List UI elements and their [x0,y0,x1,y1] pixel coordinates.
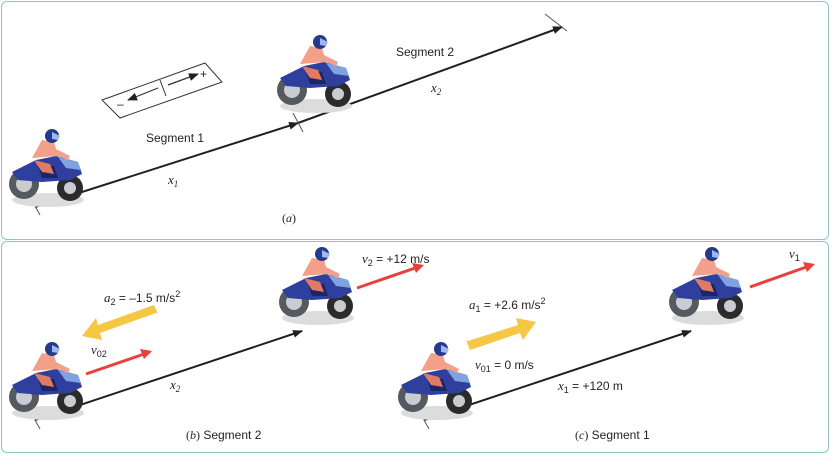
motorcycle-end-c [669,247,744,325]
v02-arrow [85,350,151,376]
sign-plus: + [200,67,207,81]
v2-label: v2 = +12 m/s [362,251,430,268]
motorcycle-start-b [9,342,84,420]
panel-a-frame [1,1,829,240]
segment1-label: Segment 1 [146,131,204,145]
end-tick [544,13,568,32]
caption-a: (a) [282,211,296,225]
v01-label: v01 = 0 m/s [475,357,534,374]
caption-b: (b) Segment 2 [186,428,262,442]
a1-label: a1 = +2.6 m/s2 [469,296,546,314]
x2-label-a: x2 [430,80,442,97]
caption-c: (c) Segment 1 [575,428,650,442]
v1-label: v1 [789,246,800,263]
a2-label: a2 = –1.5 m/s2 [104,289,180,307]
x1-label-c: x1 = +120 m [557,378,623,395]
x1-label-a: x1 [167,172,178,189]
motorcycle-start-c [398,342,473,420]
motorcycle-end-b [279,247,354,325]
v1-arrow [749,263,813,289]
x2-label-b: x2 [169,377,181,394]
v2-arrow [356,264,422,290]
a2-arrow [82,305,158,340]
sign-minus: – [117,97,124,111]
motorcycle-mid-a [277,35,352,113]
a1-arrow [466,318,536,350]
segment2-label: Segment 2 [396,45,454,59]
motorcycle-start-a [9,129,84,207]
v02-label: v02 [91,342,107,359]
sign-convention-box: – + [101,62,223,119]
mid-tick [292,112,304,133]
